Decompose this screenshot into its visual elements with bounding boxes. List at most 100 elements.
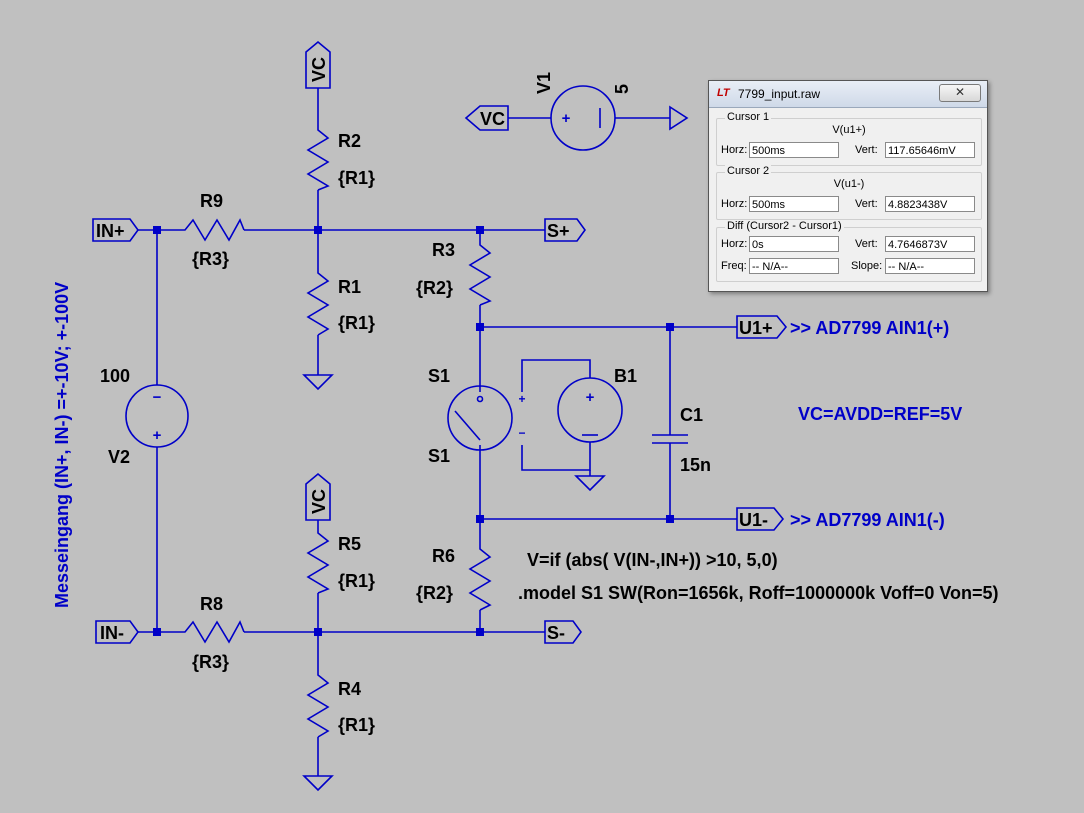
diff-slope-field[interactable]: -- N/A--: [885, 258, 975, 274]
c1-value: 15n: [680, 455, 711, 475]
switch-model-directive: .model S1 SW(Ron=1656k, Roff=1000000k Vo…: [518, 583, 999, 603]
ground-icon: [574, 475, 606, 492]
r3-value: {R2}: [416, 278, 453, 298]
diff-vert-field[interactable]: 4.7646873V: [885, 236, 975, 252]
diff-group-title: Diff (Cursor2 - Cursor1): [725, 220, 844, 232]
plus-icon: +: [586, 389, 595, 406]
cursor1-group: Cursor 1 V(u1+) Horz: 500ms Vert: 117.65…: [716, 111, 982, 166]
r6-value: {R2}: [416, 583, 453, 603]
net-flag-u1-plus[interactable]: U1+: [736, 315, 788, 339]
resistor-r3-symbol[interactable]: [468, 240, 492, 306]
resistor-r9-symbol[interactable]: [180, 218, 245, 242]
c1-name: C1: [680, 405, 703, 425]
net-flag-vc-top[interactable]: VC: [305, 40, 331, 89]
r1-name: R1: [338, 277, 361, 297]
resistor-r2-symbol[interactable]: [306, 125, 330, 191]
ground-icon: [302, 374, 334, 391]
net-flag-vc-v1[interactable]: VC: [464, 105, 509, 131]
net-flag-vc-bottom[interactable]: VC: [305, 472, 331, 521]
window-title: 7799_input.raw: [738, 87, 821, 101]
resistor-r4-symbol[interactable]: [306, 670, 330, 738]
diff-slope-label: Slope:: [851, 260, 883, 272]
voltage-source-v2-symbol[interactable]: − +: [125, 384, 189, 448]
r8-value: {R3}: [192, 652, 229, 672]
resistor-r5-symbol[interactable]: [306, 528, 330, 594]
v1-name: V1: [534, 72, 554, 94]
svg-text:VC: VC: [309, 489, 329, 514]
v2-value: 100: [100, 366, 130, 386]
window-titlebar[interactable]: LT 7799_input.raw ✕: [709, 81, 987, 108]
svg-text:IN+: IN+: [96, 221, 125, 241]
behavioral-source-b1-symbol[interactable]: +: [557, 377, 623, 443]
svg-text:IN-: IN-: [100, 623, 124, 643]
cursor2-expression: V(u1-): [833, 178, 865, 190]
r4-name: R4: [338, 679, 361, 699]
cursor1-vert-field[interactable]: 117.65646mV: [885, 142, 975, 158]
cursor2-vert-field[interactable]: 4.8823438V: [885, 196, 975, 212]
net-flag-s-plus[interactable]: S+: [544, 218, 586, 242]
arrow-right-icon: [669, 105, 689, 131]
b1-name: B1: [614, 366, 637, 386]
cursor1-group-title: Cursor 1: [725, 111, 772, 123]
r5-value: {R1}: [338, 571, 375, 591]
plus-icon: +: [518, 392, 525, 406]
r3-name: R3: [432, 240, 455, 260]
svg-text:VC: VC: [480, 109, 505, 129]
capacitor-c1-symbol[interactable]: [652, 434, 688, 444]
cursor1-horz-field[interactable]: 500ms: [749, 142, 839, 158]
diff-vert-label: Vert:: [855, 238, 878, 250]
r9-name: R9: [200, 191, 223, 211]
minus-icon: −: [518, 426, 525, 440]
cursor1-horz-label: Horz:: [721, 144, 748, 156]
diff-freq-label: Freq:: [721, 260, 747, 272]
r2-name: R2: [338, 131, 361, 151]
resistor-r6-symbol[interactable]: [468, 544, 492, 611]
diff-group: Diff (Cursor2 - Cursor1) Horz: 0s Vert: …: [716, 220, 982, 282]
svg-text:S-: S-: [547, 623, 565, 643]
close-button[interactable]: ✕: [939, 84, 981, 102]
voltage-source-v1-symbol[interactable]: +: [550, 85, 616, 151]
cursor2-horz-field[interactable]: 500ms: [749, 196, 839, 212]
cursor2-vert-label: Vert:: [855, 198, 878, 210]
cursor2-horz-label: Horz:: [721, 198, 748, 210]
vc-note: VC=AVDD=REF=5V: [798, 404, 962, 424]
resistor-r8-symbol[interactable]: [180, 620, 245, 644]
svg-text:U1-: U1-: [739, 510, 768, 530]
r6-name: R6: [432, 546, 455, 566]
net-flag-u1-minus[interactable]: U1-: [736, 507, 785, 531]
net-flag-s-minus[interactable]: S-: [544, 620, 582, 644]
r2-value: {R1}: [338, 168, 375, 188]
u1-plus-note: >> AD7799 AIN1(+): [790, 318, 949, 338]
plus-icon: +: [153, 427, 162, 444]
svg-text:S+: S+: [547, 221, 570, 241]
diff-horz-field[interactable]: 0s: [749, 236, 839, 252]
plus-icon: +: [562, 110, 571, 127]
minus-icon: −: [153, 389, 162, 406]
cursor1-vert-label: Vert:: [855, 144, 878, 156]
v2-name: V2: [108, 447, 130, 467]
r5-name: R5: [338, 534, 361, 554]
net-flag-in-plus[interactable]: IN+: [92, 218, 139, 242]
net-flag-in-minus[interactable]: IN-: [95, 620, 139, 644]
r9-value: {R3}: [192, 249, 229, 269]
cursor2-group-title: Cursor 2: [725, 165, 772, 177]
switch-s1-symbol[interactable]: + −: [447, 385, 526, 451]
cursor1-expression: V(u1+): [832, 124, 866, 136]
r4-value: {R1}: [338, 715, 375, 735]
ltspice-logo-icon: LT: [717, 87, 730, 99]
svg-text:VC: VC: [309, 57, 329, 82]
diff-freq-field[interactable]: -- N/A--: [749, 258, 839, 274]
cursor2-group: Cursor 2 V(u1-) Horz: 500ms Vert: 4.8823…: [716, 165, 982, 220]
v1-value: 5: [612, 84, 632, 94]
diff-horz-label: Horz:: [721, 238, 748, 250]
junctions: [153, 226, 674, 636]
s1-model: S1: [428, 446, 450, 466]
s1-name: S1: [428, 366, 450, 386]
resistor-r1-symbol[interactable]: [306, 268, 330, 336]
ground-icon: [302, 775, 334, 792]
cursor-window[interactable]: LT 7799_input.raw ✕ Cursor 1 V(u1+) Horz…: [708, 80, 988, 292]
r8-name: R8: [200, 594, 223, 614]
wires: [130, 88, 737, 776]
r1-value: {R1}: [338, 313, 375, 333]
